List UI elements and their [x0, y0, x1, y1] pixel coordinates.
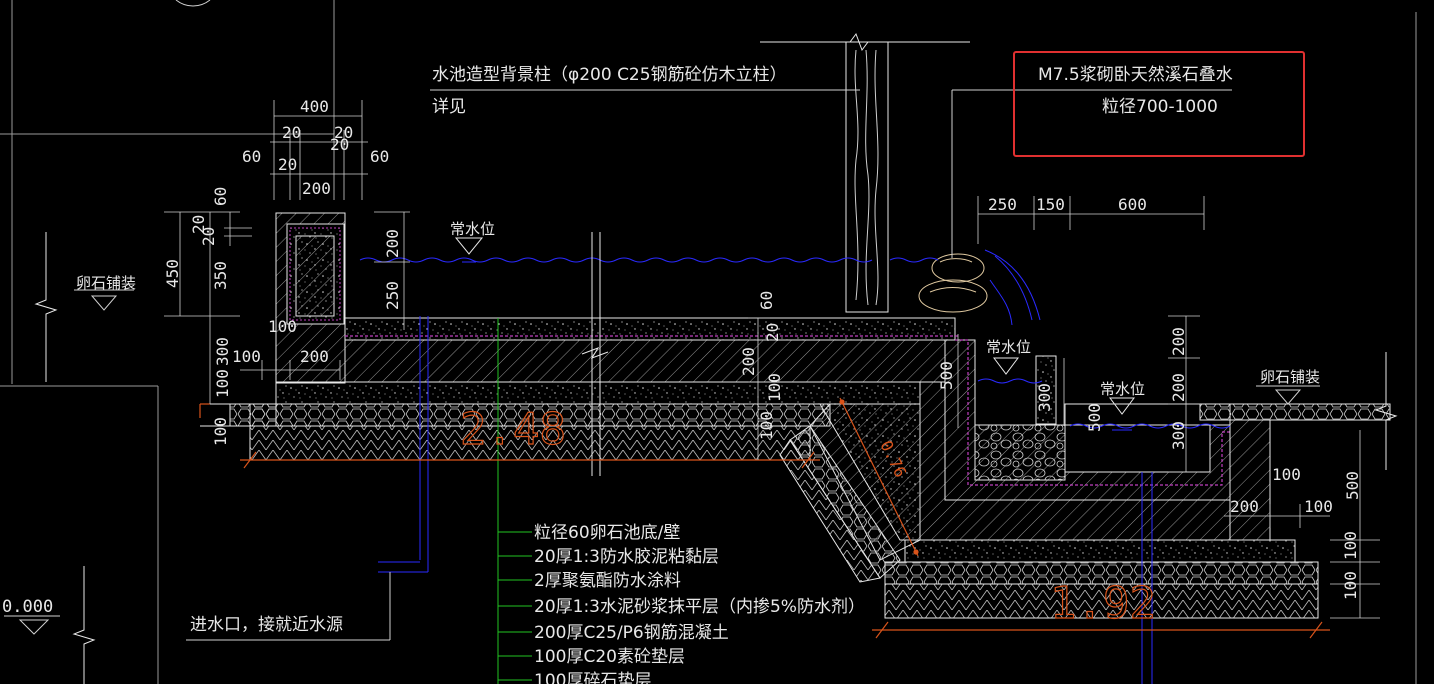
dim-text: 60	[757, 291, 776, 310]
water-level-label-3: 常水位	[1100, 380, 1145, 398]
dim-text: 500	[1085, 403, 1104, 432]
dim-text: 400	[300, 97, 329, 116]
dim-text: 60	[242, 147, 261, 166]
layer-item: 100厚C20素砼垫层	[534, 647, 685, 667]
water-level-symbols	[454, 237, 1135, 431]
dim-text: 300	[1169, 421, 1188, 450]
dim-text: 100	[1341, 571, 1360, 600]
layer-item: 200厚C25/P6钢筋混凝土	[534, 623, 729, 643]
dim-text: 20	[282, 123, 301, 142]
overall-dims	[199, 397, 1330, 639]
dim-text: 300	[213, 337, 232, 366]
column-callout-line2: 详见	[432, 97, 466, 117]
dim-text: 200	[383, 229, 402, 258]
water-level-label-2: 常水位	[986, 338, 1031, 356]
dim-text: 150	[1036, 195, 1065, 214]
column-callout-line1: 水池造型背景柱（φ200 C25钢筋砼仿木立柱）	[432, 65, 787, 85]
dim-text: 200	[1169, 327, 1188, 356]
dim-text: 100	[268, 317, 297, 336]
dim-text: 100	[1341, 531, 1360, 560]
dim-text: 100	[213, 369, 232, 398]
right-pool	[944, 339, 1391, 541]
dim-text: 60	[211, 187, 230, 206]
layers-leader	[497, 318, 532, 684]
dim-text: 20	[199, 227, 218, 246]
dim-text: 200	[1230, 497, 1259, 516]
slope-section	[779, 381, 1319, 619]
stacked-stones	[918, 249, 1041, 326]
dim-text: 100	[211, 417, 230, 446]
layers-list: 粒径60卵石池底/壁 20厚1:3防水胶泥粘黏层 2厚聚氨酯防水涂料 20厚1:…	[534, 523, 865, 684]
dim-text: 20	[189, 215, 208, 234]
layer-item: 2厚聚氨酯防水涂料	[534, 571, 681, 591]
water-level-label-1: 常水位	[450, 220, 495, 238]
dimension-lines	[164, 100, 1380, 619]
stone-callout-line1: M7.5浆砌卧天然溪石叠水	[1038, 65, 1233, 85]
callout-leaders	[4, 0, 1320, 641]
dim-text: 20	[763, 323, 782, 342]
dim-text: 100	[232, 347, 261, 366]
timber-column	[760, 32, 970, 313]
dim-text: 60	[370, 147, 389, 166]
pebble-label-left: 卵石铺装	[76, 274, 136, 292]
water-lines	[359, 257, 1231, 684]
dim-text: 200	[300, 347, 329, 366]
dim-text: 200	[1169, 373, 1188, 402]
layer-item: 20厚1:3水泥砂浆抹平层（内掺5%防水剂）	[534, 597, 865, 617]
dim-text: 200	[739, 347, 758, 376]
dim-text: 100	[765, 373, 784, 402]
dim-text: 450	[163, 259, 182, 288]
stone-callout-line2: 粒径700-1000	[1102, 97, 1218, 117]
overall-dim-right: 1.92	[1050, 578, 1156, 629]
dim-text: 250	[383, 281, 402, 310]
layer-item: 20厚1:3防水胶泥粘黏层	[534, 547, 719, 567]
break-lines	[34, 232, 1398, 684]
dim-text: 500	[1343, 471, 1362, 500]
layer-item: 100厚碎石垫层	[534, 671, 651, 684]
dim-text: 200	[302, 179, 331, 198]
inlet-label: 进水口，接就近水源	[190, 615, 343, 635]
dim-text: 250	[988, 195, 1017, 214]
dim-text: 500	[937, 361, 956, 390]
dim-text: 350	[211, 261, 230, 290]
dimension-texts: 400 20 20 60 20 20 60 200 60 20 20 450 3…	[163, 97, 1362, 600]
dim-text: 20	[330, 135, 349, 154]
dim-text: 100	[1272, 465, 1301, 484]
pebble-label-right: 卵石铺装	[1260, 368, 1320, 386]
dim-text: 20	[334, 123, 353, 142]
overall-dim-left: 2.48	[460, 404, 566, 455]
elevation-label: 0.000	[2, 597, 53, 617]
dim-text: 100	[1304, 497, 1333, 516]
layer-item: 粒径60卵石池底/壁	[534, 523, 680, 543]
dim-text: 600	[1118, 195, 1147, 214]
highlight-box	[1013, 51, 1305, 157]
dim-text: 20	[278, 155, 297, 174]
dim-text: 100	[757, 411, 776, 440]
left-wall	[275, 212, 346, 384]
dim-text: 300	[1035, 383, 1054, 412]
